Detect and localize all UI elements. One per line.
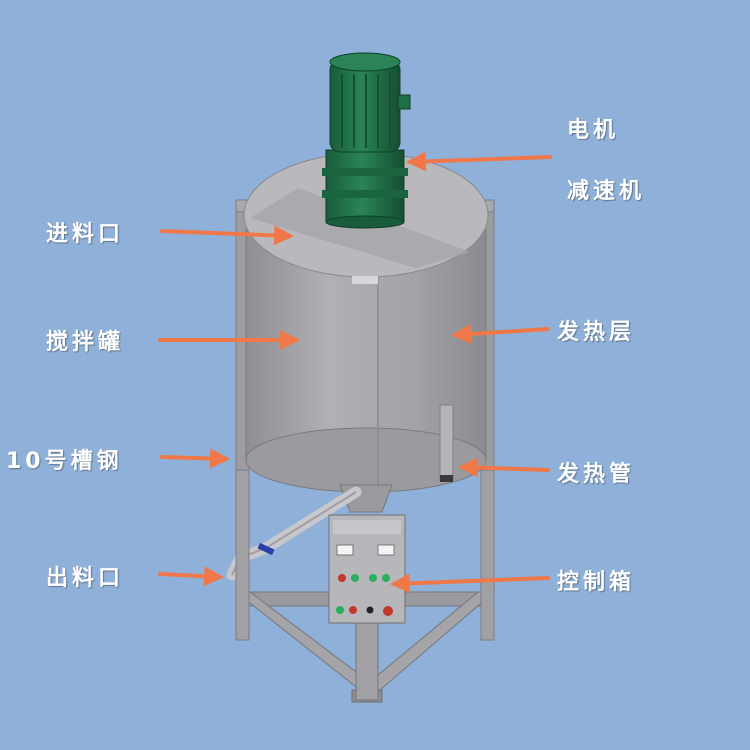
control-box — [328, 514, 406, 624]
arrow-heating-layer — [451, 323, 550, 344]
label-motor: 电机 — [567, 118, 620, 143]
label-heating-tube: 发热管 — [557, 462, 636, 487]
label-control-box: 控制箱 — [557, 570, 636, 595]
label-mixing-tank: 搅拌罐 — [46, 330, 125, 355]
label-outlet: 出料口 — [46, 566, 125, 591]
arrow-channel-steel — [160, 448, 230, 469]
motor — [329, 52, 411, 153]
label-heating-layer: 发热层 — [557, 320, 636, 345]
label-inlet: 进料口 — [46, 222, 125, 247]
arrow-motor — [406, 151, 552, 172]
callout-arrows — [158, 151, 552, 594]
arrow-outlet — [158, 566, 224, 587]
label-channel-steel: 10号槽钢 — [6, 449, 123, 474]
label-reducer: 减速机 — [567, 179, 646, 204]
arrow-control-box — [390, 573, 550, 594]
heating-tube — [439, 404, 454, 482]
arrow-inlet — [160, 225, 294, 246]
arrow-heating-tube — [458, 457, 550, 478]
reducer — [322, 149, 408, 229]
